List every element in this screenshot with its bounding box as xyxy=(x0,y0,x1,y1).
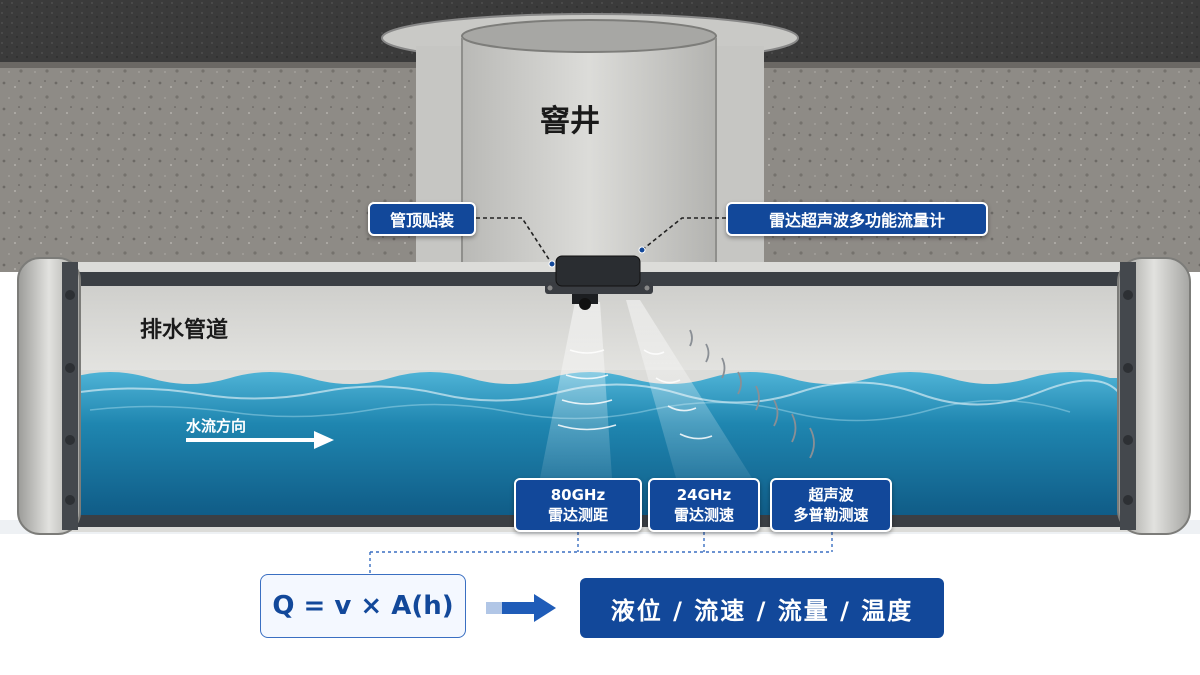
manhole-title: 窨井 xyxy=(540,104,600,139)
flow-direction-label: 水流方向 xyxy=(186,416,247,435)
sensor-80ghz-function: 雷达测距 xyxy=(547,506,608,524)
sensor-box-24ghz: 24GHz 雷达测速 xyxy=(648,478,760,532)
ultrasonic-waves xyxy=(689,329,815,459)
result-arrow-head xyxy=(534,594,556,622)
manhole-shaft xyxy=(462,38,716,276)
sensor-ultrasonic-function: 多普勒测速 xyxy=(793,506,869,524)
mounting-leader xyxy=(476,217,553,265)
flowmeter-device xyxy=(555,255,641,287)
device-leader xyxy=(641,217,726,251)
sensor-24ghz-band: 24GHz xyxy=(676,486,732,504)
sensor-ultrasonic-type: 超声波 xyxy=(808,486,854,504)
result-arrow xyxy=(502,602,534,614)
sensor-box-ultrasonic: 超声波 多普勒测速 xyxy=(770,478,892,532)
device-callout: 雷达超声波多功能流量计 xyxy=(726,202,988,236)
sensor-80ghz-band: 80GHz xyxy=(550,486,606,504)
flow-formula: Q = v × A(h) xyxy=(260,574,466,638)
radar-24ghz-beam xyxy=(626,300,752,478)
flow-arrow-head xyxy=(314,431,334,449)
sensor-24ghz-function: 雷达测速 xyxy=(673,506,734,524)
sensor-connectors xyxy=(369,532,833,574)
mounting-callout: 管顶贴装 xyxy=(368,202,476,236)
flange-bolts xyxy=(65,290,1133,505)
radar-80ghz-beam xyxy=(540,302,612,478)
measurement-outputs: 液位 / 流速 / 流量 / 温度 xyxy=(580,578,944,638)
sensor-box-80ghz: 80GHz 雷达测距 xyxy=(514,478,642,532)
pipe-label: 排水管道 xyxy=(140,318,229,343)
